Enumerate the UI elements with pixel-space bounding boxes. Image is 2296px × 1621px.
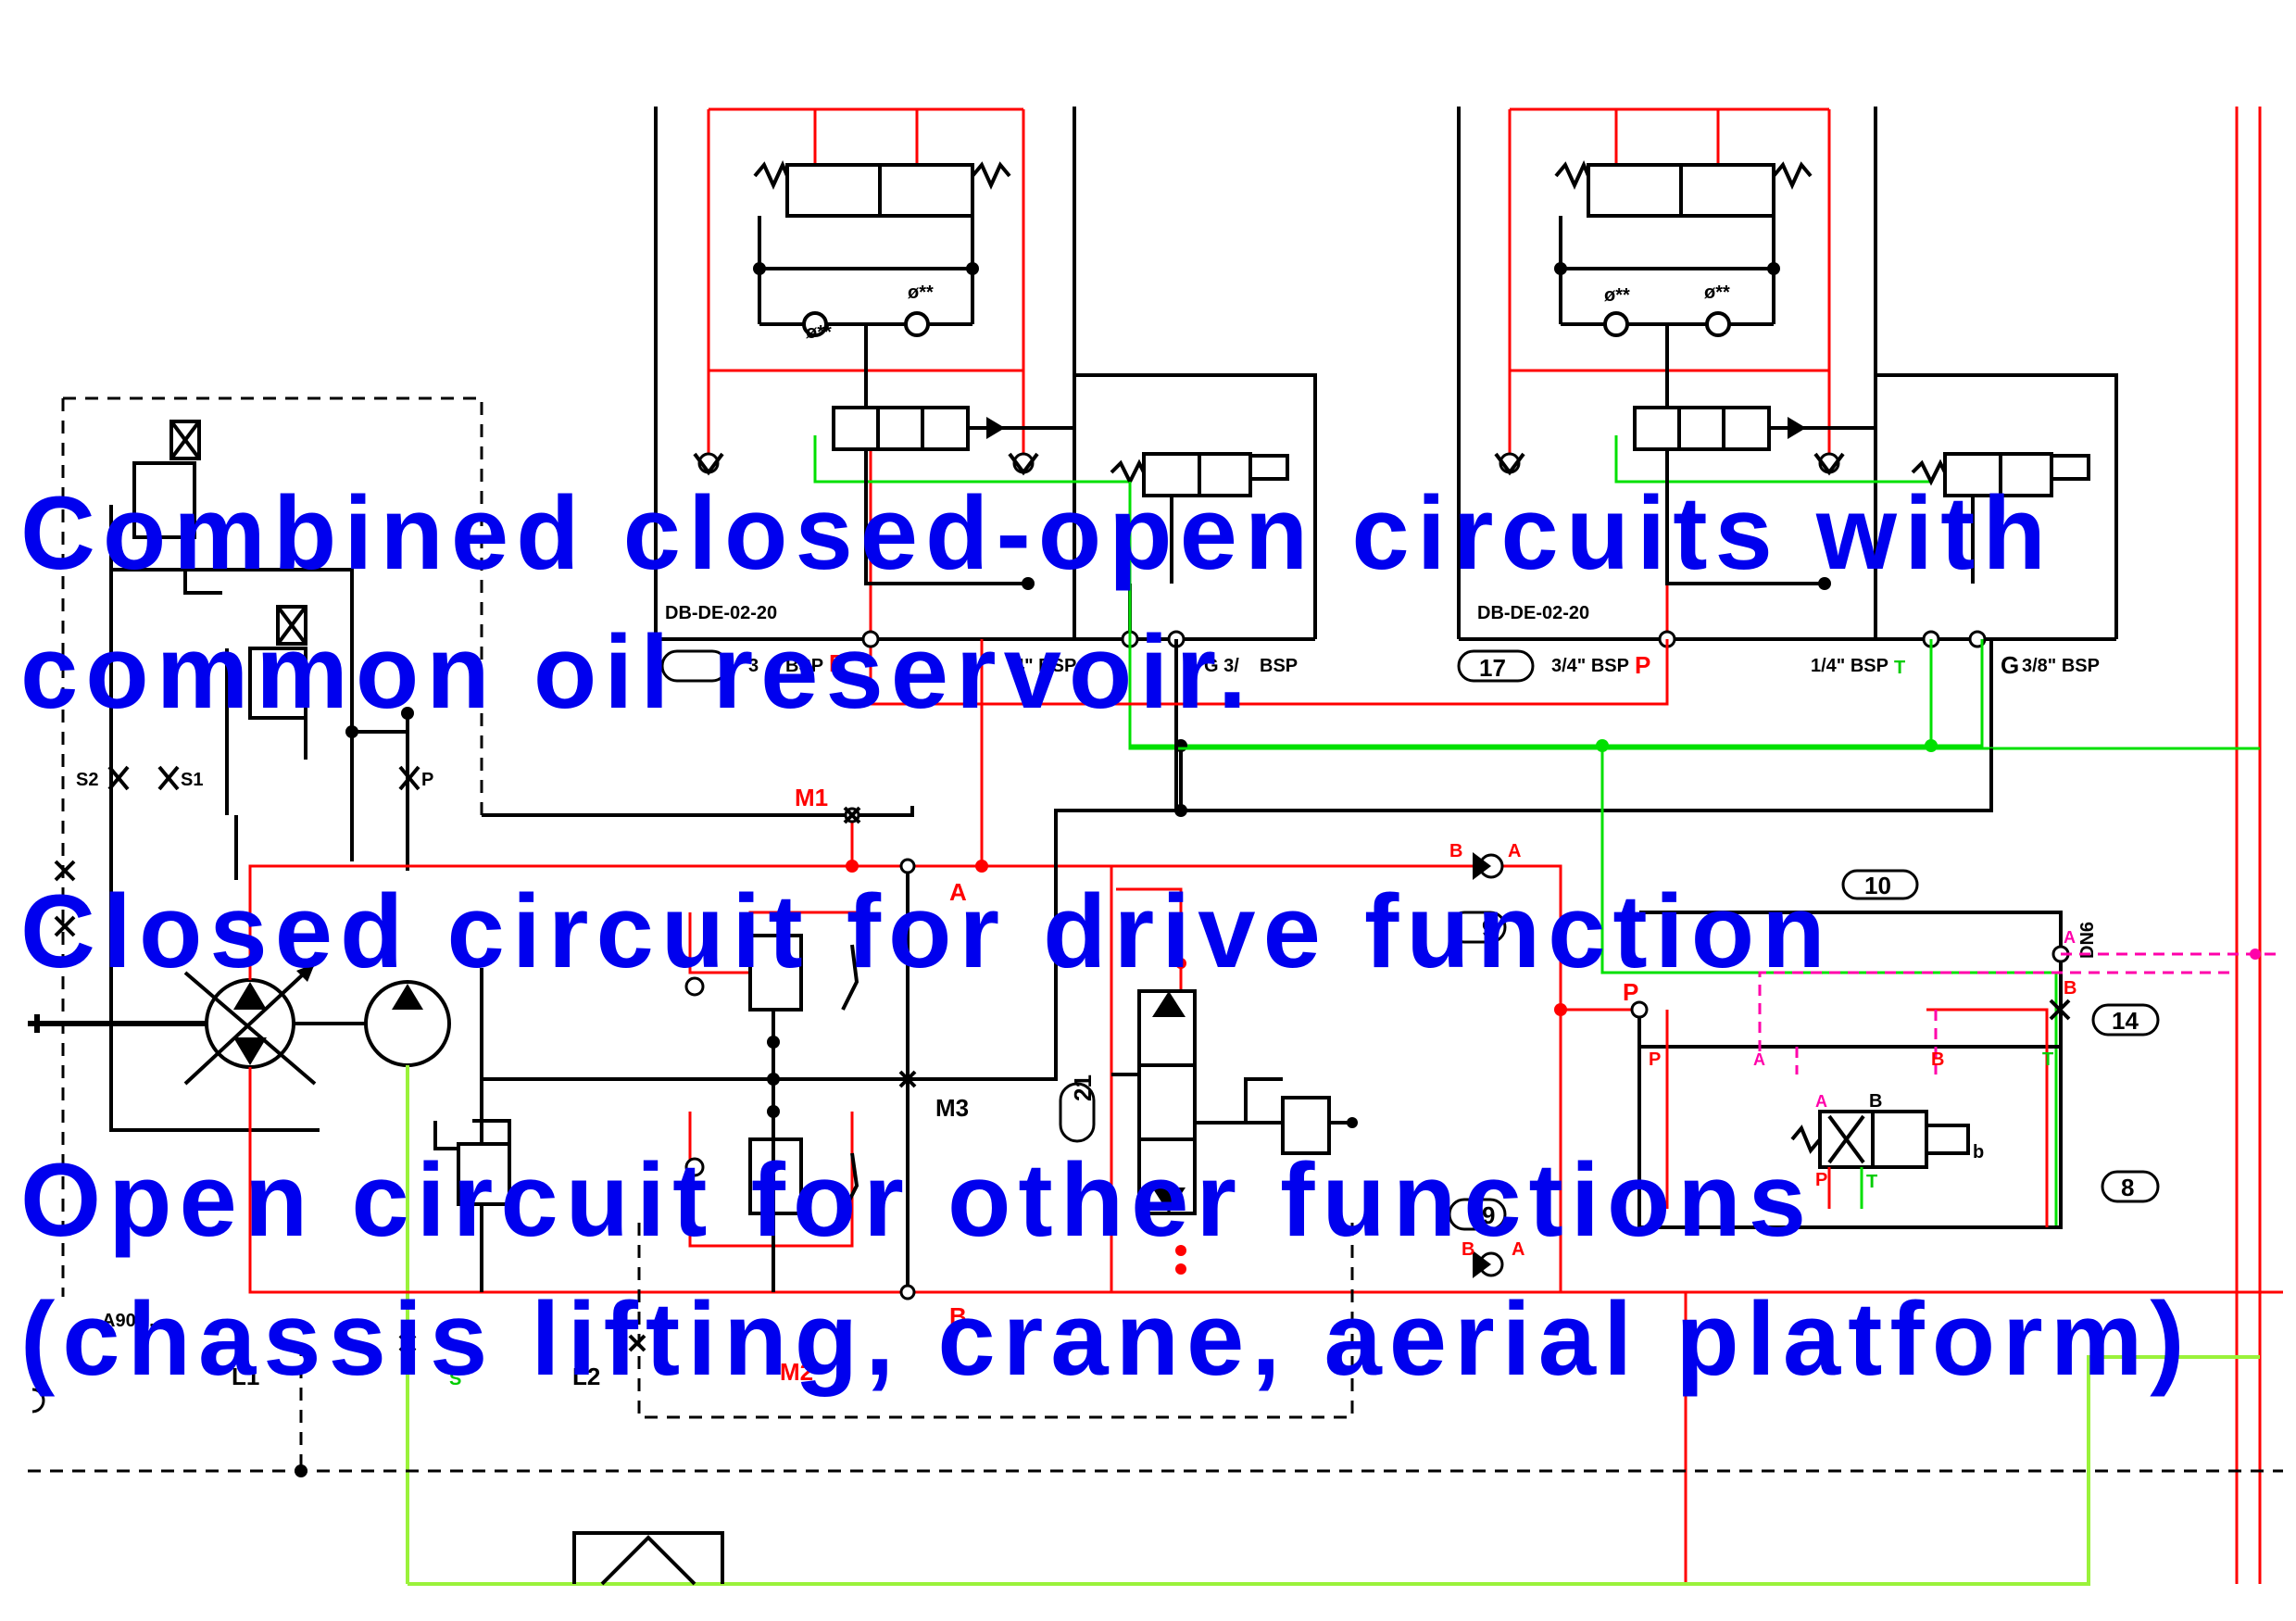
pump-p-label: P bbox=[421, 770, 433, 790]
label-b: B bbox=[1869, 1091, 1882, 1112]
tank-line bbox=[28, 1343, 2283, 1586]
label-a: A bbox=[1753, 1050, 1765, 1069]
port-label: 3/8" BSP bbox=[2022, 656, 2100, 676]
pump-motor-group bbox=[28, 961, 451, 1584]
center-directional-valve: 21 bbox=[1059, 887, 1358, 1275]
m2-label: M2 bbox=[780, 1358, 813, 1386]
l2-label: L2 bbox=[572, 1363, 600, 1390]
relief-valves bbox=[433, 809, 1354, 1419]
overlay-open-circuit: Open circuit for other functions bbox=[20, 1142, 1814, 1258]
label-b-small: b bbox=[1973, 1142, 1984, 1162]
badge-10: 10 bbox=[1864, 872, 1891, 899]
s-label: S bbox=[449, 1369, 461, 1389]
label-p: P bbox=[1623, 978, 1638, 1006]
right-valves: 10 14 8 P P T A B A B P T b A B DN6 bbox=[1128, 482, 2232, 1229]
label-b: B bbox=[949, 1302, 967, 1330]
badge-9: 9 bbox=[1482, 1201, 1495, 1229]
dn-label: DN6 bbox=[2077, 922, 2098, 959]
m3-label: M3 bbox=[935, 1094, 969, 1122]
label-a: A bbox=[1508, 841, 1521, 861]
port-label: 1/4" BSP bbox=[1811, 656, 1888, 676]
closed-circuit-loop bbox=[248, 107, 2283, 1586]
label-b: B bbox=[2064, 978, 2076, 999]
diameter-label: ø** bbox=[806, 322, 832, 343]
label-b: B bbox=[1931, 1049, 1944, 1070]
label-a: A bbox=[1815, 1092, 1827, 1111]
port-label: P bbox=[1635, 651, 1650, 679]
diameter-label: ø** bbox=[1704, 283, 1730, 303]
diameter-label: ø** bbox=[1604, 285, 1630, 306]
diameter-label: ø** bbox=[908, 283, 934, 303]
overlay-title-line1: Combined closed-open circuits with bbox=[20, 475, 2053, 591]
port-label: 3/4" BSP bbox=[1551, 656, 1629, 676]
port-label: BSP bbox=[1260, 656, 1298, 676]
label-t: T bbox=[2042, 1049, 2053, 1070]
badge-17: 17 bbox=[1479, 654, 1506, 682]
label-b: B bbox=[1462, 1239, 1474, 1260]
s1-label: S1 bbox=[181, 770, 203, 790]
port-label: 4" BSP bbox=[1014, 656, 1076, 676]
badge-21: 21 bbox=[1069, 1074, 1097, 1101]
valve-module-left: DB-DE-02-20 ø** ø** bbox=[654, 107, 1317, 706]
m1-label: M1 bbox=[795, 784, 828, 811]
label-t: T bbox=[1866, 1172, 1877, 1192]
badge-8: 8 bbox=[2121, 1174, 2134, 1201]
l1-label: L1 bbox=[232, 1363, 259, 1390]
port-label: G bbox=[2001, 651, 2019, 679]
pump-control-block: S2 S1 P bbox=[61, 396, 914, 1297]
label-a: A bbox=[949, 878, 967, 906]
overlay-title-line2: common oil reservoir. bbox=[20, 614, 1254, 730]
label-p: P bbox=[1815, 1170, 1827, 1190]
port-label: 3 bbox=[748, 656, 759, 676]
port-labels: 3 BSP P 4" BSP G 3/ BSP 17 3/4" BSP P 1/… bbox=[660, 649, 2100, 683]
pilot-lines: M1 A M3 B M2 L1 L2 S A90R... bbox=[54, 639, 2283, 1390]
badge-9: 9 bbox=[1482, 914, 1495, 942]
label-b: B bbox=[1449, 841, 1462, 861]
badge-14: 14 bbox=[2112, 1007, 2139, 1035]
label-a: A bbox=[2064, 928, 2076, 947]
label-a: A bbox=[1512, 1239, 1524, 1260]
port-label: BSP bbox=[785, 656, 823, 676]
label-p: P bbox=[1649, 1049, 1661, 1070]
overlay-closed-circuit: Closed circuit for drive function bbox=[20, 873, 1833, 989]
check-valves: B A B A 9 9 bbox=[1448, 841, 1524, 1278]
port-label: P bbox=[829, 649, 845, 677]
overlay-open-circuit-functions: (chassis lifting, crane, aerial platform… bbox=[20, 1281, 2192, 1397]
valve-code-right: DB-DE-02-20 bbox=[1477, 603, 1589, 623]
valve-module-right: DB-DE-02-20 ø** ø** bbox=[1457, 107, 2118, 704]
port-label: G 3/ bbox=[1204, 656, 1239, 676]
valve-code-left: DB-DE-02-20 bbox=[665, 603, 777, 623]
port-label: T bbox=[1894, 658, 1905, 678]
pump-code-label: A90R... bbox=[102, 1311, 165, 1331]
s2-label: S2 bbox=[76, 770, 98, 790]
